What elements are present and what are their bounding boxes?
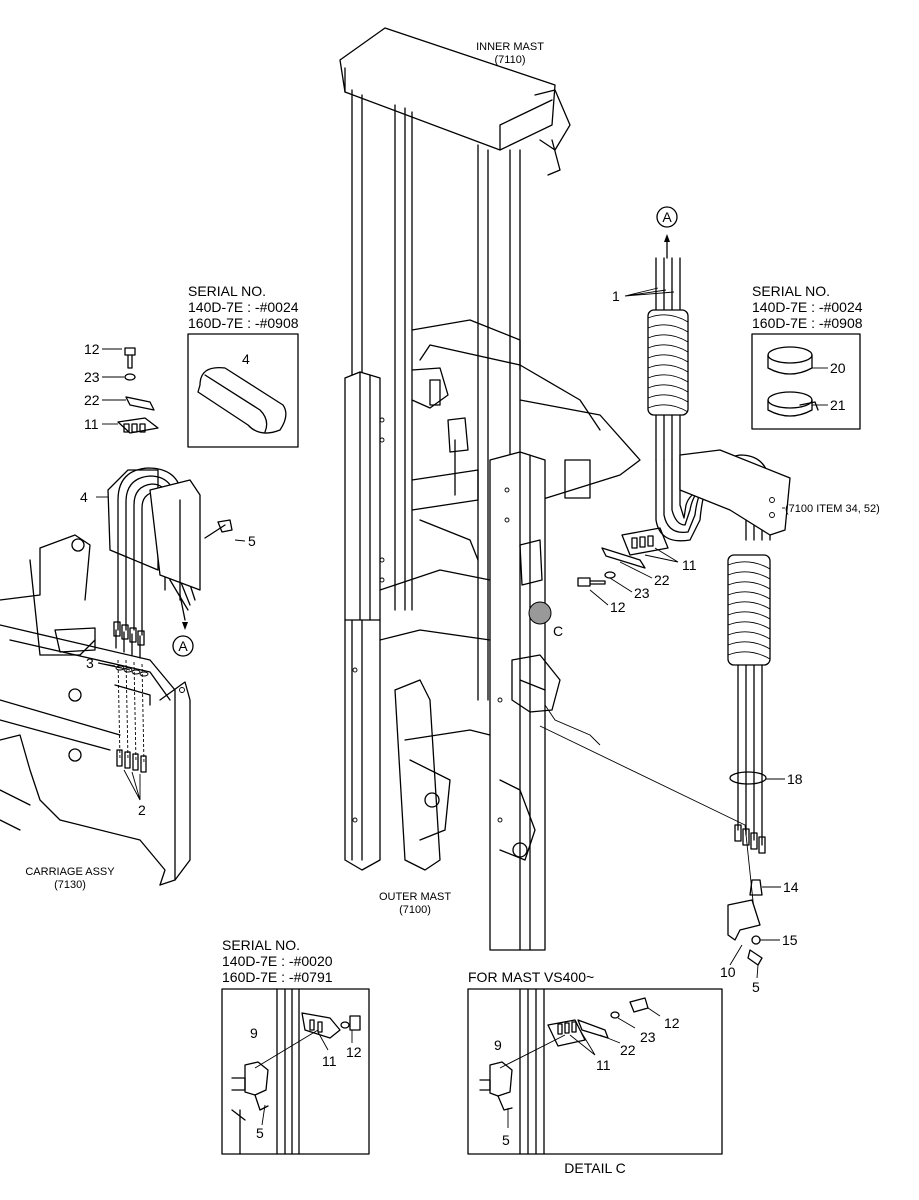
callout-numbers: 12 23 22 11 4 5 3 2 4 1 20 21 11 22 23 1… <box>80 288 846 1148</box>
right-hose-assembly <box>577 206 791 979</box>
serial-bottom-inset <box>221 988 370 1155</box>
callout-5-right: 5 <box>752 979 760 995</box>
callout-11-right: 11 <box>682 557 697 573</box>
inner-mast-code: (7110) <box>495 54 526 66</box>
outer-mast-label: OUTER MAST <box>379 891 451 903</box>
callout-3: 3 <box>86 655 94 671</box>
callout-9-inset: 9 <box>250 1025 258 1041</box>
callout-23-detail: 23 <box>640 1029 656 1045</box>
callout-10: 10 <box>720 964 736 980</box>
callout-12-detail: 12 <box>664 1015 680 1031</box>
serial-bottom-line2: 160D-7E : -#0791 <box>222 969 333 985</box>
callout-11-detail: 11 <box>596 1057 611 1073</box>
callout-5-left: 5 <box>248 533 256 549</box>
inner-mast-label: INNER MAST <box>476 41 544 53</box>
serial-left-line2: 160D-7E : -#0908 <box>188 315 299 331</box>
callout-14: 14 <box>783 879 799 895</box>
carriage-code: (7130) <box>54 879 86 891</box>
callout-4-left: 4 <box>80 489 88 505</box>
serial-right-inset <box>751 333 861 430</box>
left-hose-assembly <box>96 347 246 801</box>
serial-left-line1: 140D-7E : -#0024 <box>188 299 299 315</box>
serial-right-line2: 160D-7E : -#0908 <box>752 315 863 331</box>
ref-7100-label: (7100 ITEM 34, 52) <box>785 503 880 515</box>
callout-20: 20 <box>830 360 846 376</box>
serial-right-line1: 140D-7E : -#0024 <box>752 299 863 315</box>
callout-12-inset: 12 <box>346 1044 362 1060</box>
carriage-drawing <box>0 534 191 886</box>
serial-left-title: SERIAL NO. <box>188 283 266 299</box>
callout-1: 1 <box>612 288 620 304</box>
serial-left-inset <box>187 333 299 448</box>
outer-mast-drawing <box>344 371 756 951</box>
callout-2: 2 <box>138 802 146 818</box>
callout-11-left: 11 <box>84 416 99 432</box>
callout-15: 15 <box>782 932 798 948</box>
ref-a-left: A <box>178 638 188 654</box>
callout-21: 21 <box>830 397 846 413</box>
detail-c-inset <box>467 988 723 1155</box>
serial-bottom-title: SERIAL NO. <box>222 937 300 953</box>
callout-23-right: 23 <box>634 585 650 601</box>
callout-9-detail: 9 <box>494 1037 502 1053</box>
inner-mast-drawing <box>339 27 641 861</box>
serial-bottom-line1: 140D-7E : -#0020 <box>222 953 333 969</box>
callout-5-detail: 5 <box>502 1132 510 1148</box>
callout-23-left: 23 <box>84 369 100 385</box>
callout-4-inset: 4 <box>242 351 250 367</box>
callout-12-right: 12 <box>610 599 626 615</box>
callout-18: 18 <box>787 771 803 787</box>
callout-22-left: 22 <box>84 392 100 408</box>
outer-mast-code: (7100) <box>399 904 431 916</box>
callout-11-inset: 11 <box>322 1053 337 1069</box>
diagram-labels: INNER MAST (7110) OUTER MAST (7100) CARR… <box>25 41 879 1176</box>
ref-a-top: A <box>662 209 672 225</box>
callout-22-detail: 22 <box>620 1042 636 1058</box>
carriage-label: CARRIAGE ASSY <box>25 866 115 878</box>
callout-5-inset: 5 <box>256 1125 264 1141</box>
callout-12-left: 12 <box>84 341 100 357</box>
detail-c-label: DETAIL C <box>564 1160 625 1176</box>
for-mast-label: FOR MAST VS400~ <box>468 969 594 985</box>
ref-c-label: C <box>553 623 563 639</box>
serial-right-title: SERIAL NO. <box>752 283 830 299</box>
callout-22-right: 22 <box>654 572 670 588</box>
